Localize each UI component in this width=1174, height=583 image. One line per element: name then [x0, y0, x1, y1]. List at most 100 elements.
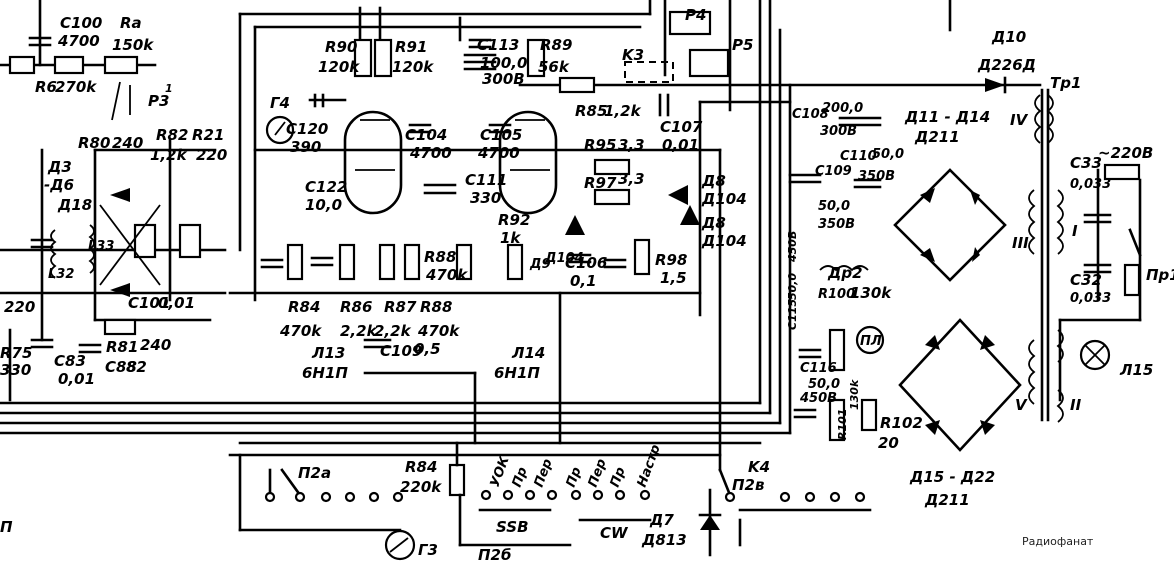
- r84-left-value: 470k: [279, 322, 322, 340]
- c111-value: 330: [470, 189, 501, 207]
- svg-text:Тр1: Тр1: [1050, 74, 1081, 92]
- component-labels: C100 4700 Ra 150k R6 270k P3 1 R80 240 R…: [0, 6, 1174, 564]
- p3-label: P3: [148, 92, 169, 110]
- ra-value: 150k: [112, 36, 154, 54]
- c106-label: C106: [565, 254, 607, 272]
- r6-label: R6: [35, 78, 57, 96]
- svg-text:R100: R100: [818, 287, 855, 302]
- c116-voltage: 450B: [799, 391, 837, 406]
- c104-label: C104: [405, 126, 447, 144]
- c105-label: C105: [480, 126, 522, 144]
- winding-5: V: [1015, 396, 1028, 414]
- svg-text:350B: 350B: [858, 169, 895, 184]
- c108-label: C108: [792, 107, 829, 122]
- switch-per-1: Пер: [532, 457, 556, 489]
- svg-text:C106: C106: [565, 254, 607, 272]
- r89-value: 56k: [538, 58, 570, 76]
- r98-value: 1,5: [660, 269, 687, 287]
- winding-3: III: [1012, 234, 1029, 252]
- g3-label: Г3: [418, 541, 438, 559]
- svg-text:1,5: 1,5: [660, 269, 687, 287]
- svg-text:Д7: Д7: [649, 511, 674, 529]
- d6-label: -Д6: [44, 176, 74, 194]
- switch-pr-2: Пр: [564, 465, 585, 489]
- c106-value: 0,1: [570, 272, 597, 290]
- c113-voltage: 300B: [482, 70, 525, 88]
- r89-label: R89: [540, 36, 572, 54]
- svg-text:R102: R102: [880, 414, 923, 432]
- svg-text:220: 220: [196, 146, 227, 164]
- p2a-label: П2а: [298, 464, 331, 482]
- svg-text:6Н1П: 6Н1П: [302, 364, 348, 382]
- svg-text:C109: C109: [815, 164, 852, 179]
- svg-text:0,1: 0,1: [570, 272, 597, 290]
- svg-text:P5: P5: [732, 36, 753, 54]
- r88b-value: 470k: [417, 322, 460, 340]
- svg-text:R75: R75: [0, 344, 32, 362]
- svg-text:Пр: Пр: [608, 465, 629, 489]
- svg-text:R91: R91: [395, 38, 427, 56]
- c113-value: 100,0: [480, 54, 527, 72]
- svg-text:R87: R87: [384, 298, 417, 316]
- svg-text:II: II: [1070, 396, 1082, 414]
- c109b-value: 50,0: [818, 199, 850, 214]
- svg-text:C120: C120: [286, 120, 328, 138]
- edge-p-label: П: [0, 518, 13, 536]
- pr1-label: Пр1: [1146, 266, 1174, 284]
- svg-text:L33: L33: [88, 239, 114, 254]
- c109-value: 0,5: [414, 340, 441, 358]
- svg-text:C105: C105: [480, 126, 522, 144]
- c104-value: 4700: [409, 144, 452, 162]
- svg-text:R6: R6: [35, 78, 57, 96]
- d15-d22-label: Д15 - Д22: [909, 468, 995, 486]
- switch-pr-3: Пр: [608, 465, 629, 489]
- svg-text:K4: K4: [748, 458, 770, 476]
- c108-voltage: 300B: [820, 124, 857, 139]
- d7-type: Д813: [641, 531, 687, 549]
- svg-text:P4: P4: [685, 6, 706, 24]
- r92-value: 1k: [500, 229, 521, 247]
- d7-label: Д7: [649, 511, 674, 529]
- svg-text:Д813: Д813: [641, 531, 687, 549]
- r101-label: R101: [836, 409, 849, 440]
- svg-text:10,0: 10,0: [305, 196, 342, 214]
- svg-text:Пр: Пр: [510, 465, 531, 489]
- l32-label: L32: [48, 267, 74, 282]
- d10-label: Д10: [991, 28, 1026, 46]
- c109b-label: C109: [815, 164, 852, 179]
- svg-text:R89: R89: [540, 36, 572, 54]
- mains-label: ~220B: [1098, 144, 1153, 162]
- svg-text:3,3: 3,3: [618, 170, 645, 188]
- l14-label: Л14: [511, 344, 545, 362]
- svg-text:Д8: Д8: [701, 214, 726, 232]
- c101-value: 0,01: [158, 294, 195, 312]
- left-section: [0, 0, 217, 402]
- c110-value: 50,0: [872, 147, 904, 162]
- svg-text:R84: R84: [288, 298, 320, 316]
- r88-label: R88: [424, 248, 456, 266]
- d9-type: Д104: [544, 251, 584, 266]
- svg-text:Пр: Пр: [564, 465, 585, 489]
- svg-text:Д9: Д9: [529, 257, 551, 272]
- svg-text:R101: R101: [836, 409, 849, 440]
- svg-text:470k: 470k: [279, 322, 322, 340]
- svg-text:6Н1П: 6Н1П: [494, 364, 540, 382]
- c107-label: C107: [660, 118, 703, 136]
- svg-text:0,5: 0,5: [414, 340, 441, 358]
- svg-text:270k: 270k: [55, 78, 97, 96]
- d11-d14-label: Д11 - Д14: [904, 108, 990, 126]
- left-220-label: 220: [4, 298, 35, 316]
- ra-label: Ra: [120, 14, 142, 32]
- d8-top-label: Д8: [701, 172, 726, 190]
- svg-text:120k: 120k: [392, 58, 434, 76]
- r80-label: R80: [78, 134, 110, 152]
- svg-text:50,0: 50,0: [818, 199, 850, 214]
- svg-text:0,033: 0,033: [1070, 291, 1111, 306]
- svg-text:Д15 - Д22: Д15 - Д22: [909, 468, 995, 486]
- svg-text:82: 82: [126, 358, 147, 376]
- d8-bottom-type: Д104: [701, 232, 747, 250]
- svg-text:Г4: Г4: [270, 94, 290, 112]
- p3-prime: 1: [165, 82, 173, 95]
- svg-text:R21: R21: [192, 126, 224, 144]
